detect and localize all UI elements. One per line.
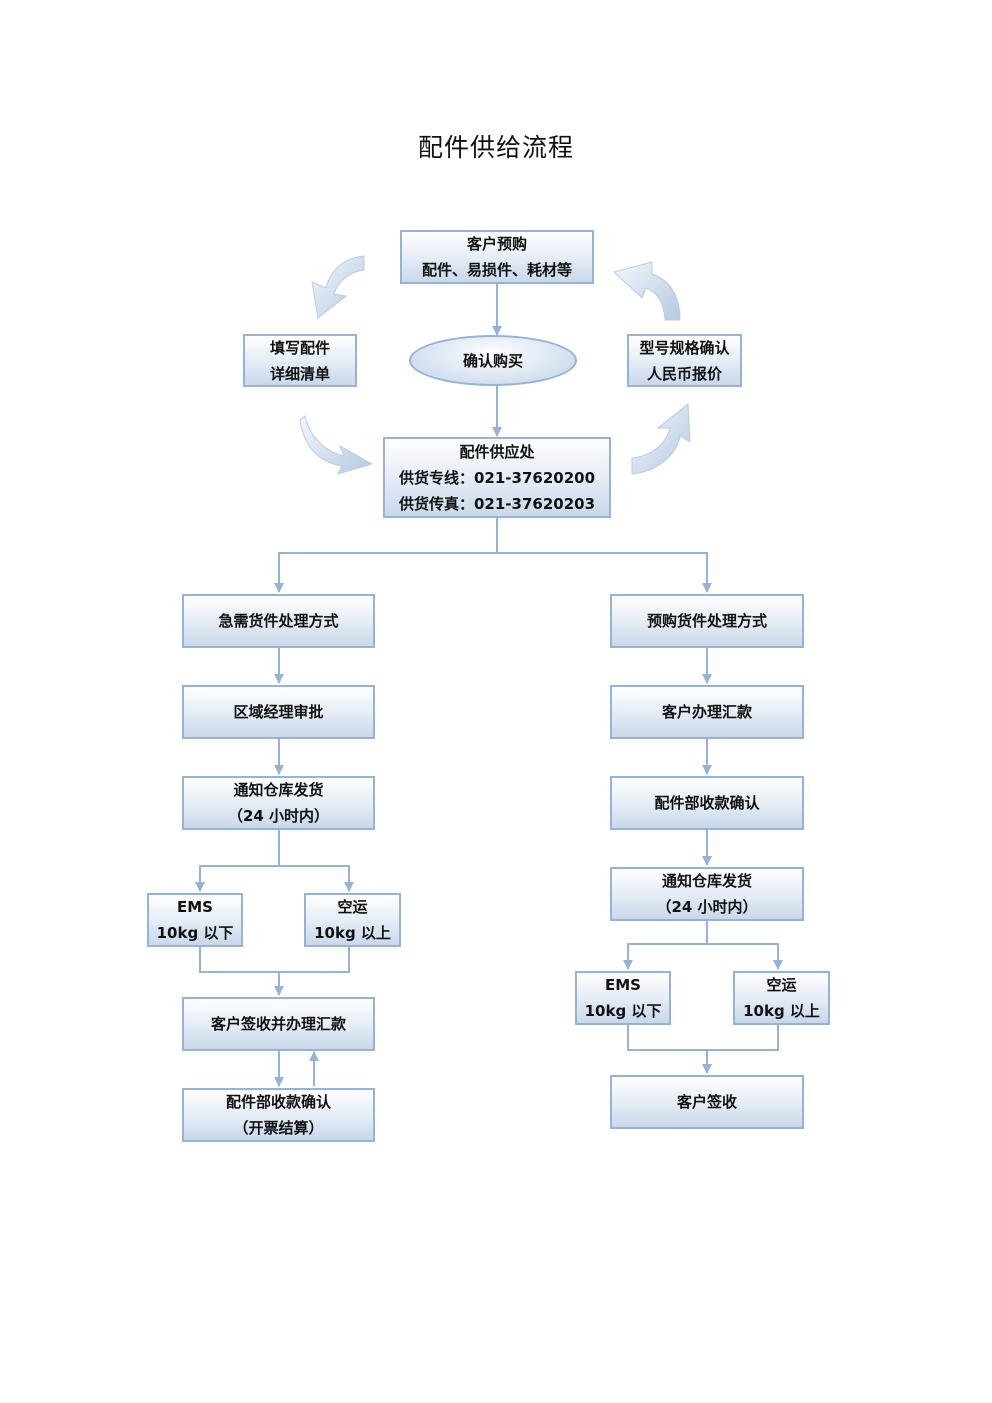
arrow-left-to-ems xyxy=(195,830,280,892)
preorder-confirm-box: 配件部收款确认 xyxy=(610,776,804,830)
preorder-air-box: 空运 10kg 以上 xyxy=(733,971,830,1025)
urgent-air-box: 空运 10kg 以上 xyxy=(304,893,401,947)
customer-preorder-line2: 配件、易损件、耗材等 xyxy=(421,261,572,279)
arrow-right-to-air xyxy=(707,943,783,970)
arrow-supply-to-preorder xyxy=(497,552,712,593)
spec-confirm-line2: 人民币报价 xyxy=(646,364,722,383)
spec-confirm-line1: 型号规格确认 xyxy=(639,338,730,357)
urgent-ems-box: EMS 10kg 以下 xyxy=(147,893,243,947)
preorder-ems-line1: EMS xyxy=(605,976,641,994)
preorder-air-line1: 空运 xyxy=(766,976,797,994)
urgent-ems-line1: EMS xyxy=(177,898,213,916)
curved-arrow-top-left xyxy=(311,255,365,319)
join-right xyxy=(627,1025,779,1051)
preorder-notify-box: 通知仓库发货 （24 小时内） xyxy=(610,867,804,921)
supply-office-phone: 供货专线：021-37620200 xyxy=(398,468,596,487)
curved-arrow-bottom-left xyxy=(299,415,374,475)
arrow-left-to-air xyxy=(279,865,354,892)
customer-preorder-line1: 客户预购 xyxy=(466,235,527,253)
urgent-notify-line1: 通知仓库发货 xyxy=(233,781,324,799)
preorder-remit-label: 客户办理汇款 xyxy=(661,703,752,721)
spec-confirm-box: 型号规格确认 人民币报价 xyxy=(627,334,742,387)
curved-arrow-top-right xyxy=(612,261,681,321)
preorder-notify-line1: 通知仓库发货 xyxy=(661,872,752,890)
urgent-sign-box: 客户签收并办理汇款 xyxy=(182,997,375,1051)
preorder-notify-line2: （24 小时内） xyxy=(656,898,758,916)
confirm-purchase-ellipse: 确认购买 xyxy=(409,335,577,386)
preorder-ems-box: EMS 10kg 以下 xyxy=(575,971,671,1025)
supply-office-box: 配件供应处 供货专线：021-37620200 供货传真：021-3762020… xyxy=(383,437,611,518)
preorder-remit-box: 客户办理汇款 xyxy=(610,685,804,739)
preorder-ems-line2: 10kg 以下 xyxy=(584,1002,662,1020)
preorder-air-line2: 10kg 以上 xyxy=(743,1002,820,1020)
preorder-sign-label: 客户签收 xyxy=(676,1093,737,1111)
urgent-notify-box: 通知仓库发货 （24 小时内） xyxy=(182,776,375,830)
fill-list-line1: 填写配件 xyxy=(269,338,330,357)
curved-arrow-bottom-right xyxy=(631,403,691,475)
urgent-confirm-box: 配件部收款确认 （开票结算） xyxy=(182,1088,375,1142)
fill-list-box: 填写配件 详细清单 xyxy=(243,334,357,387)
urgent-approval-label: 区域经理审批 xyxy=(233,703,324,721)
urgent-confirm-line2: （开票结算） xyxy=(233,1119,324,1137)
preorder-method-box: 预购货件处理方式 xyxy=(610,594,804,648)
urgent-method-box: 急需货件处理方式 xyxy=(182,594,375,648)
fill-list-line2: 详细清单 xyxy=(269,364,330,383)
urgent-confirm-line1: 配件部收款确认 xyxy=(225,1093,331,1111)
urgent-method-label: 急需货件处理方式 xyxy=(218,612,339,630)
arrow-supply-to-urgent xyxy=(274,518,498,593)
arrow-right-to-ems xyxy=(623,921,708,970)
preorder-confirm-label: 配件部收款确认 xyxy=(654,794,760,812)
urgent-air-line1: 空运 xyxy=(337,898,368,916)
join-left xyxy=(199,947,350,973)
page-title: 配件供给流程 xyxy=(417,133,574,162)
preorder-sign-box: 客户签收 xyxy=(610,1075,804,1129)
urgent-approval-box: 区域经理审批 xyxy=(182,685,375,739)
urgent-ems-line2: 10kg 以下 xyxy=(156,924,234,942)
supply-office-line1: 配件供应处 xyxy=(459,442,535,461)
urgent-air-line2: 10kg 以上 xyxy=(314,924,391,942)
customer-preorder-box: 客户预购 配件、易损件、耗材等 xyxy=(400,230,594,284)
supply-office-fax: 供货传真：021-37620203 xyxy=(398,494,596,513)
urgent-notify-line2: （24 小时内） xyxy=(227,807,330,825)
urgent-sign-label: 客户签收并办理汇款 xyxy=(210,1015,346,1033)
preorder-method-label: 预购货件处理方式 xyxy=(646,612,767,630)
confirm-purchase-label: 确认购买 xyxy=(462,352,523,370)
